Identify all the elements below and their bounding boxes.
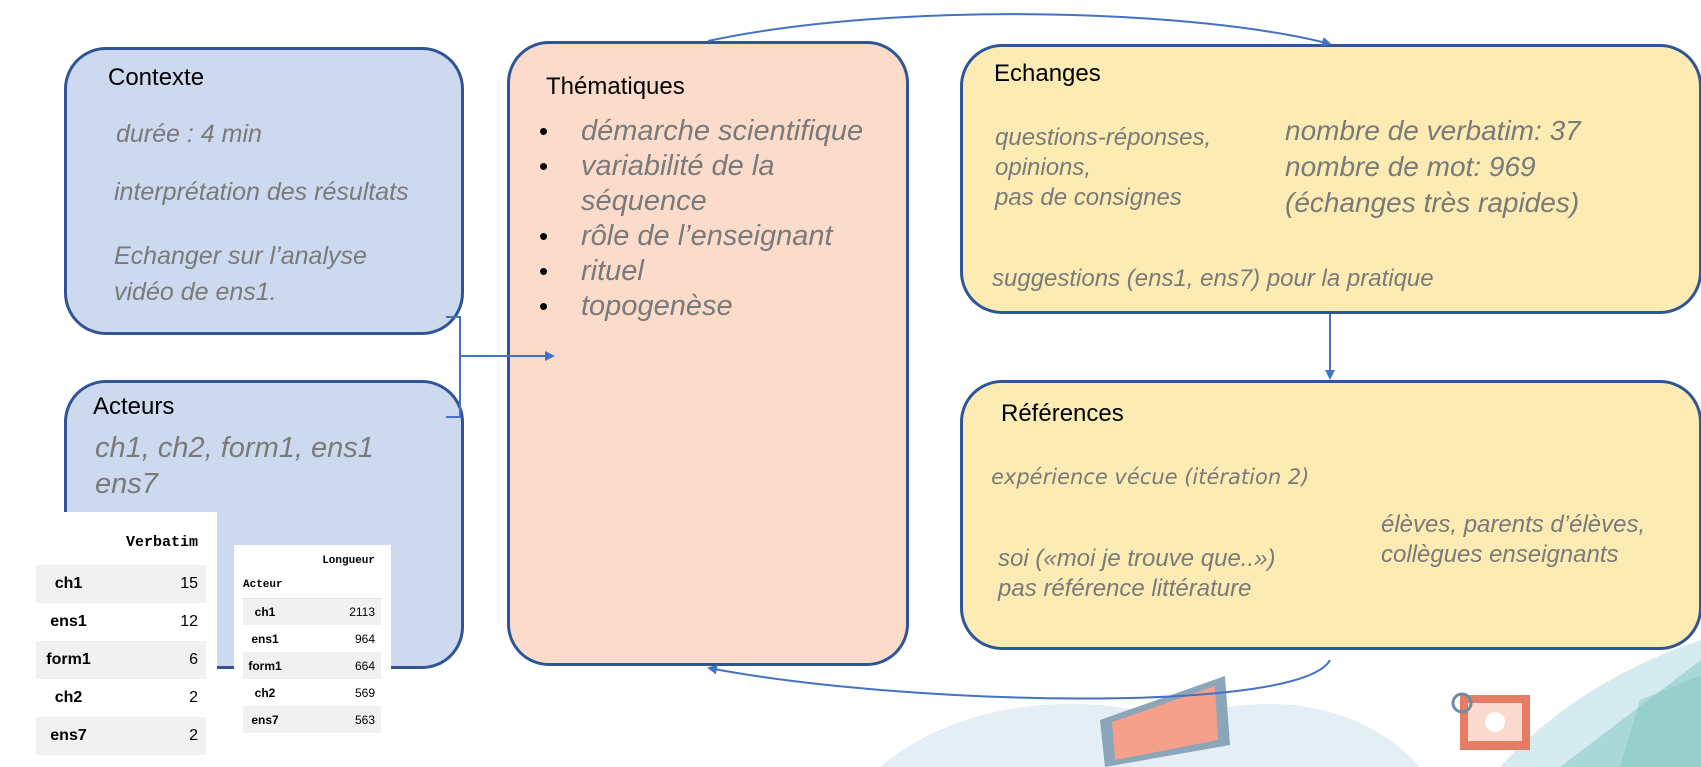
gear-icon <box>1451 692 1473 714</box>
row-acteur: ens7 <box>50 727 87 744</box>
thematique-item: •démarche scientifique <box>539 115 864 147</box>
thematique-item: •topogenèse <box>539 290 733 322</box>
table-row: form1 6 <box>36 641 206 679</box>
contexte-echanger-line1: Echanger sur l’analyse <box>114 242 367 270</box>
table-row: ch1 2113 <box>243 598 381 625</box>
row-acteur: ens1 <box>50 613 87 630</box>
row-value: 2 <box>189 689 198 706</box>
thematique-item: •variabilité de la <box>539 150 775 182</box>
longueur-header: Longueur <box>322 555 375 567</box>
thematique-item-continuation: séquence <box>581 185 707 217</box>
contexte-box: Contexte durée : 4 min interprétation de… <box>64 47 464 335</box>
contexte-interpretation: interprétation des résultats <box>114 178 409 206</box>
references-title: Références <box>1001 400 1124 427</box>
echanges-title: Echanges <box>994 60 1101 87</box>
row-value: 2113 <box>349 604 375 619</box>
contexte-duree: durée : 4 min <box>116 120 262 148</box>
echanges-verbatim-count: nombre de verbatim: 37 <box>1285 115 1581 146</box>
table-row: ch2 569 <box>243 679 381 706</box>
table-row: ch2 2 <box>36 679 206 717</box>
row-value: 569 <box>354 685 375 700</box>
references-soi-line2: pas référence littérature <box>998 575 1252 602</box>
thematique-item: •rôle de l’enseignant <box>539 220 833 252</box>
acteurs-line2: ens7 <box>95 468 158 500</box>
contexte-echanger-line2: vidéo de ens1. <box>114 278 277 306</box>
acteurs-title: Acteurs <box>93 393 175 420</box>
row-value: 964 <box>354 631 375 646</box>
echanges-mot-count: nombre de mot: 969 <box>1285 151 1536 182</box>
verbatim-header: Verbatim <box>125 533 198 551</box>
table-row: ens7 563 <box>243 706 381 733</box>
echanges-suggestions: suggestions (ens1, ens7) pour la pratiqu… <box>992 265 1434 292</box>
row-acteur: ens1 <box>251 631 279 646</box>
table-row: ens1 12 <box>36 603 206 641</box>
row-value: 664 <box>354 658 375 673</box>
verbatim-table: Verbatim ch1 15 ens1 12 form1 6 ch2 2 en… <box>5 512 217 767</box>
row-acteur: ch1 <box>254 604 276 619</box>
table-row: ens1 964 <box>243 625 381 652</box>
row-value: 2 <box>189 727 198 744</box>
echanges-left-line1: questions-réponses, <box>995 124 1212 151</box>
table-row: form1 664 <box>243 652 381 679</box>
echanges-left-line3: pas de consignes <box>995 184 1182 211</box>
row-acteur: ens7 <box>251 712 279 727</box>
row-acteur: ch2 <box>254 685 276 700</box>
longueur-table: Longueur Acteur ch1 2113 ens1 964 form1 … <box>234 545 391 753</box>
contexte-title: Contexte <box>108 64 205 91</box>
thematiques-title: Thématiques <box>546 73 685 100</box>
echanges-left-line2: opinions, <box>995 154 1092 181</box>
row-value: 15 <box>180 575 198 592</box>
monitor-illustration <box>1460 695 1530 750</box>
acteurs-line1: ch1, ch2, form1, ens1 <box>95 432 374 464</box>
thematiques-list: •démarche scientifique •variabilité de l… <box>539 114 863 324</box>
table-row: ens7 2 <box>36 717 206 755</box>
thematique-item: •rituel <box>539 255 644 287</box>
row-value: 6 <box>189 651 198 668</box>
references-eleves-line2: collègues enseignants <box>1381 541 1619 568</box>
row-value: 563 <box>354 712 375 727</box>
echanges-box: Echanges questions-réponses, opinions, p… <box>960 44 1701 314</box>
longueur-index-label: Acteur <box>243 578 283 591</box>
references-eleves-line1: élèves, parents d’élèves, <box>1381 511 1646 538</box>
references-experience: expérience vécue (itération 2) <box>991 465 1310 489</box>
row-acteur: form1 <box>248 658 282 673</box>
row-value: 12 <box>180 613 198 630</box>
references-box: Références expérience vécue (itération 2… <box>960 380 1701 650</box>
row-acteur: ch2 <box>54 689 83 706</box>
echanges-rapides: (échanges très rapides) <box>1285 187 1580 218</box>
row-acteur: form1 <box>46 651 91 668</box>
row-acteur: ch1 <box>54 575 83 592</box>
references-soi-line1: soi («moi je trouve que..») <box>998 545 1276 572</box>
thematiques-box: Thématiques •démarche scientifique •vari… <box>507 41 909 666</box>
table-row: ch1 15 <box>36 565 206 603</box>
